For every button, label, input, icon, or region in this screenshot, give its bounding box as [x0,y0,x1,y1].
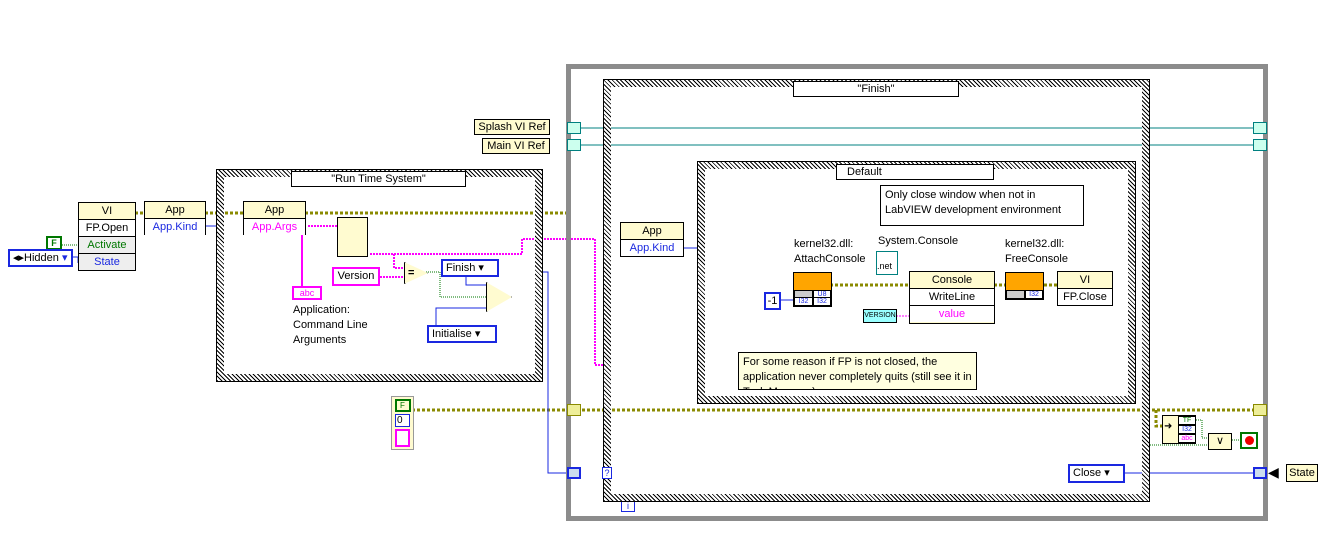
attach-console-label: kernel32.dll: AttachConsole [794,238,866,265]
dropdown-icon: ▾ [474,328,481,340]
shift-register-right-error[interactable] [1253,404,1267,416]
enum-arrows-icon: ◂▸ [13,252,25,264]
system-console-label: System.Console [878,235,959,247]
stop-icon [1244,436,1254,445]
app-kind-property-node-2[interactable]: App App.Kind [620,222,684,257]
free-console-label: kernel32.dll: FreeConsole [1005,238,1068,265]
vi-class-label: VI [101,205,113,217]
state-label: State [1286,464,1318,482]
enum-value: Initialise [432,328,472,340]
case-selector-default[interactable]: Default [836,164,994,180]
unbundle-node[interactable]: ➜ TF I32 abc [1162,415,1196,444]
attach-type-i32-out: I32 [813,297,831,306]
enum-value: Finish [446,262,476,274]
args-indicator: abc [292,286,322,300]
free-type-i32: I32 [1025,290,1043,299]
splash-vi-ref-control[interactable]: Splash VI Ref [474,119,550,135]
unbundle-type-string: abc [1178,434,1196,443]
version-constant[interactable]: VERSION [863,309,897,323]
case-selector-finish[interactable]: "Finish" [793,81,959,97]
shift-register-left-state[interactable] [567,467,581,479]
dotnet-constant[interactable]: .net [876,251,898,275]
unbundle-arrow-icon: ➜ [1164,421,1173,432]
app-args-property-node[interactable]: App App.Args [243,201,306,235]
activate-input: Activate [79,236,135,253]
console-class-label: Console [931,274,973,286]
vi-class-label: VI [1079,274,1091,286]
arrow-icon: ◀ [1268,464,1279,480]
shift-register-left-error[interactable] [567,404,581,416]
property-label: App.Kind [145,218,205,235]
value-input: value [910,305,994,322]
method-label: FP.Close [1058,288,1112,305]
property-label: App.Kind [621,239,683,256]
attach-type-i32-in: I32 [794,297,813,306]
fp-close-invoke-node[interactable]: VI FP.Close [1057,271,1113,306]
case-selector-run-time[interactable]: "Run Time System" [291,171,466,187]
free-return-gray [1006,290,1025,299]
attach-console-dll-node[interactable]: U8 I32 I32 [793,272,832,307]
app-class-label: App [264,204,285,216]
shift-register-right-state[interactable] [1253,467,1267,479]
initialise-enum-constant[interactable]: Initialise ▾ [427,325,497,343]
property-label: App.Args [244,218,305,235]
cluster-bool: F [394,399,411,412]
enum-value: Close [1073,467,1102,479]
cluster-string [395,429,410,447]
free-console-dll-node[interactable]: I32 [1005,272,1044,300]
cluster-constant[interactable]: F 0 [391,396,414,450]
dropdown-icon: ▾ [1104,467,1110,479]
enum-value: Hidden [24,252,59,264]
shift-register-right-main[interactable] [1253,139,1267,151]
method-label: WriteLine [910,288,994,305]
index-array-node[interactable] [337,217,368,257]
dropdown-icon: ▾ [61,252,68,264]
while-loop[interactable] [566,64,1268,521]
iteration-terminal: i [621,500,635,512]
version-string-constant[interactable]: Version [332,267,380,286]
false-constant[interactable]: F [46,236,62,250]
stop-condition-terminal[interactable] [1240,432,1258,449]
comment-fp-not-closed: For some reason if FP is not closed, the… [738,352,977,390]
finish-enum-constant[interactable]: Finish ▾ [441,259,499,277]
main-vi-ref-control[interactable]: Main VI Ref [482,138,550,154]
shift-register-left-main[interactable] [567,139,581,151]
args-indicator-label: Application: Command Line Arguments [293,304,368,346]
shift-register-left-splash[interactable] [567,122,581,134]
fp-open-invoke-node[interactable]: VI FP.Open Activate State [78,202,136,271]
app-class-label: App [642,225,662,237]
minus-one-constant[interactable]: -1 [764,292,781,310]
app-class-label: App [165,204,185,216]
method-label: FP.Open [79,219,135,236]
dropdown-icon: ▾ [478,262,484,274]
console-writeline-invoke-node[interactable]: Console WriteLine value [909,271,995,324]
state-input: State [79,253,135,270]
close-enum-constant[interactable]: Close ▾ [1068,464,1125,483]
case-selector-terminal: ? [602,467,612,479]
app-kind-property-node[interactable]: App App.Kind [144,201,206,235]
state-wire [536,271,567,474]
hidden-enum-constant[interactable]: ◂▸Hidden ▾ [8,249,73,267]
unbundle-type-i32: I32 [1178,425,1196,434]
or-function[interactable]: ∨ [1208,433,1232,450]
comment-only-close: Only close window when not in LabVIEW de… [880,185,1084,226]
shift-register-right-splash[interactable] [1253,122,1267,134]
unbundle-type-bool: TF [1178,416,1196,425]
cluster-num: 0 [395,414,410,427]
